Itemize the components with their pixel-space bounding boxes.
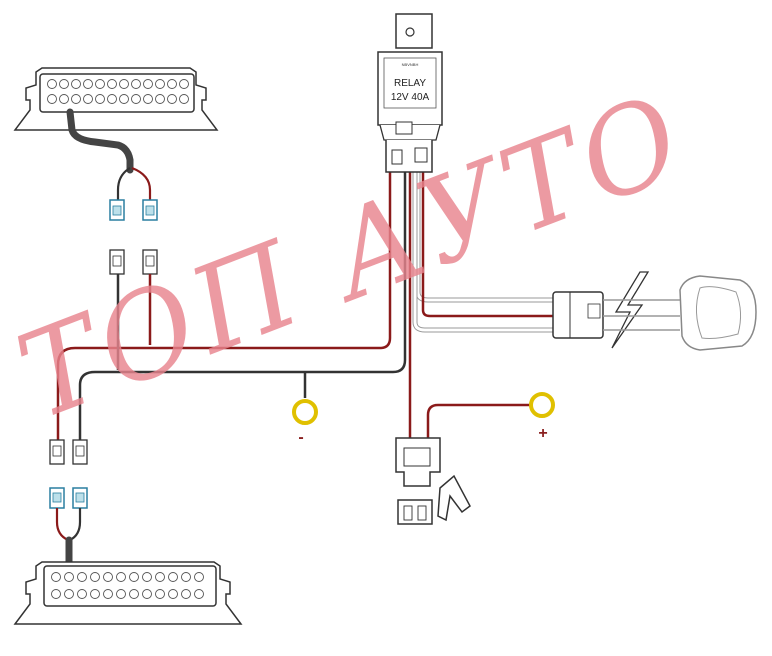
ring-terminal-negative [292, 399, 318, 425]
main-ground-wire [78, 170, 407, 440]
relay-label-line1: RELAY [394, 78, 426, 89]
fuse-icon [397, 499, 433, 525]
main-red-wire [56, 170, 392, 440]
light-bar-top-cable [66, 108, 134, 174]
switch-red-wire [421, 170, 555, 318]
light-bar-top-split-red [131, 166, 152, 200]
switch-connector [552, 291, 604, 339]
negative-sign: - [298, 429, 303, 446]
relay-label-line2: 12V 40A [391, 92, 430, 103]
fuse-holder [395, 437, 441, 487]
connector-top-pair [109, 199, 158, 221]
switch-lead-wires [603, 299, 680, 331]
light-bar-bottom [13, 561, 243, 625]
ring-terminal-positive [529, 392, 555, 418]
fuse-cap-icon [437, 474, 471, 522]
connector-bottom-mating-pair [49, 439, 88, 465]
light-bar-top-split-dark [116, 167, 131, 200]
connector-bottom-pair [49, 487, 88, 509]
relay-logo: NBVNBH [402, 62, 419, 67]
light-bar-bottom-split-dark [69, 508, 82, 541]
positive-sign: + [538, 425, 547, 442]
light-bar-top [13, 67, 219, 131]
light-bar-bottom-split-red [55, 508, 69, 542]
positive-red-wire [426, 403, 530, 440]
relay [377, 13, 443, 173]
lightning-icon [611, 271, 650, 349]
rocker-switch [679, 275, 757, 351]
